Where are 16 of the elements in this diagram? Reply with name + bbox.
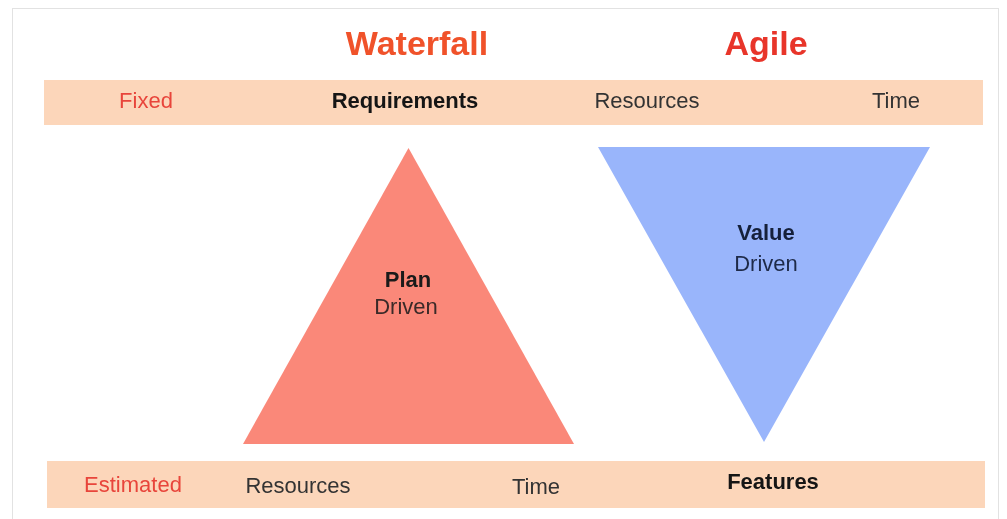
band-text: Requirements <box>331 88 479 114</box>
band-text: Resources <box>594 88 700 114</box>
triangle-text: Driven <box>374 294 438 320</box>
row-heading: Estimated <box>84 472 182 498</box>
band-text: Time <box>511 474 561 500</box>
column-heading: Waterfall <box>345 24 489 64</box>
triangle-text: Driven <box>734 251 798 277</box>
row-heading: Fixed <box>119 88 173 114</box>
triangle-heading: Value <box>737 220 795 246</box>
band-text: Time <box>871 88 921 114</box>
band-text: Features <box>727 469 819 495</box>
column-heading: Agile <box>724 24 808 64</box>
triangle-heading: Plan <box>384 267 432 293</box>
band <box>44 80 983 125</box>
band-text: Resources <box>245 473 351 499</box>
band <box>47 461 985 508</box>
